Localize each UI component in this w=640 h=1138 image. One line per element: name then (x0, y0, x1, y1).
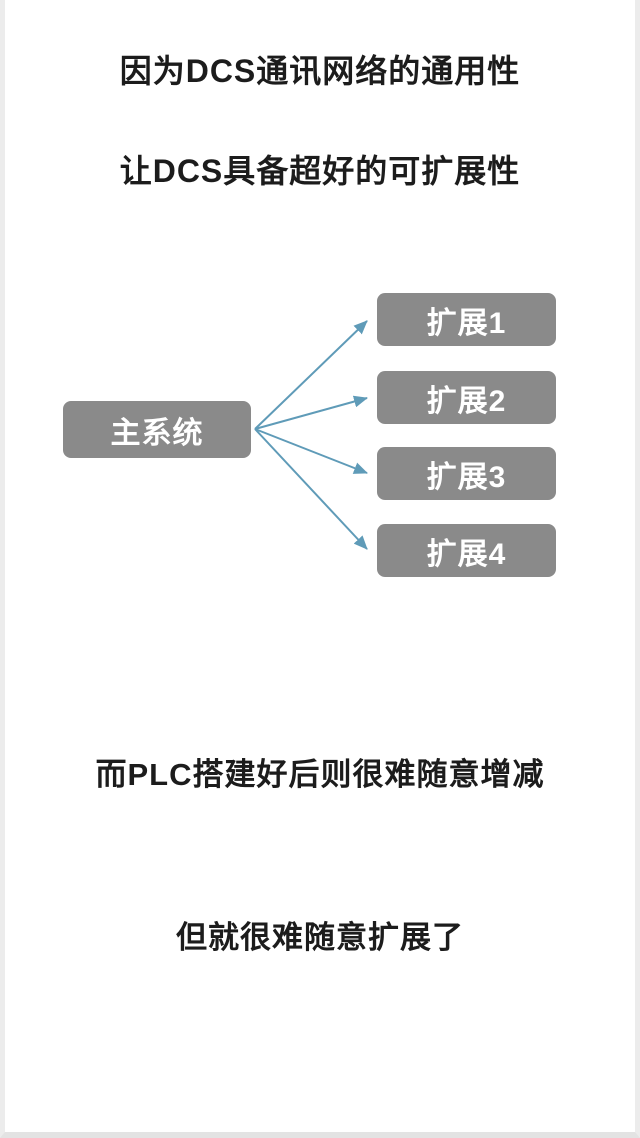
heading-dcs-network-universality: 因为DCS通讯网络的通用性 (119, 53, 521, 89)
extension-node-1: 扩展1 (377, 293, 556, 346)
arrow-main-to-ext4 (254, 428, 368, 550)
arrow-main-to-ext2 (254, 395, 368, 430)
main-system-node: 主系统 (63, 401, 251, 458)
heading-dcs-scalability: 让DCS具备超好的可扩展性 (119, 153, 521, 189)
text-plc-hard-to-modify: 而PLC搭建好后则很难随意增减 (95, 757, 545, 792)
extension-node-2: 扩展2 (377, 371, 556, 424)
extension-node-4: 扩展4 (377, 524, 556, 577)
text-hard-to-expand: 但就很难随意扩展了 (176, 920, 464, 955)
arrow-main-to-ext3 (254, 428, 368, 474)
extension-node-3: 扩展3 (377, 447, 556, 500)
arrow-main-to-ext1 (254, 320, 368, 430)
